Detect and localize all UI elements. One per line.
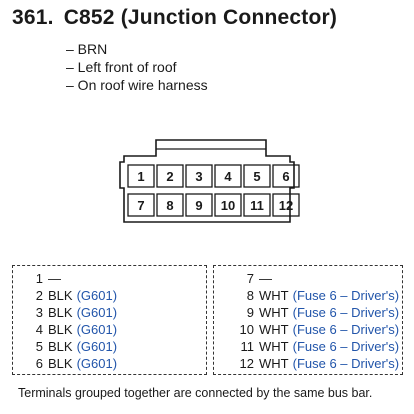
wire-color: WHT bbox=[259, 339, 289, 354]
wire-color: WHT bbox=[259, 305, 289, 320]
pin-row: 9 WHT(Fuse 6 – Driver's) bbox=[218, 304, 399, 321]
connector-name: C852 (Junction Connector) bbox=[63, 6, 338, 29]
pin-number: 8 bbox=[246, 288, 254, 303]
pin-cell-6 bbox=[272, 164, 300, 188]
pin-row: 2 BLK(G601) bbox=[17, 287, 117, 304]
wire-color: BLK bbox=[48, 322, 73, 337]
pin-number-1: 1 bbox=[137, 169, 144, 184]
pin-number-8: 8 bbox=[166, 198, 173, 213]
pin-number-4: 4 bbox=[224, 169, 232, 184]
pin-empty-dash: — bbox=[48, 271, 61, 286]
pin-number: 9 bbox=[246, 305, 254, 320]
pin-row: 8 WHT(Fuse 6 – Driver's) bbox=[218, 287, 399, 304]
pin-row: 5 BLK(G601) bbox=[17, 338, 117, 355]
pin-cell-7 bbox=[127, 193, 155, 217]
pin-number: 11 bbox=[240, 339, 255, 354]
pin-number: 6 bbox=[35, 356, 43, 371]
pin-cell-10 bbox=[214, 193, 242, 217]
pin-row: 12 WHT(Fuse 6 – Driver's) bbox=[218, 355, 400, 372]
pin-row: 7— bbox=[218, 270, 272, 287]
pin-number-11: 11 bbox=[250, 198, 264, 213]
pin-number: 10 bbox=[239, 322, 254, 337]
page-title: 361. C852 (Junction Connector) bbox=[12, 6, 337, 30]
pin-number-10: 10 bbox=[221, 198, 235, 213]
pin-row: 11 WHT(Fuse 6 – Driver's) bbox=[218, 338, 400, 355]
pin-row: 6 BLK(G601) bbox=[17, 355, 117, 372]
pin-cell-8 bbox=[156, 193, 184, 217]
circuit-link[interactable]: (Fuse 6 – Driver's) bbox=[292, 356, 400, 371]
circuit-link[interactable]: (G601) bbox=[76, 356, 118, 371]
pin-number: 2 bbox=[35, 288, 43, 303]
pin-row: 3 BLK(G601) bbox=[17, 304, 117, 321]
pin-row: 4 BLK(G601) bbox=[17, 321, 117, 338]
pin-cell-12 bbox=[272, 193, 300, 217]
wire-color: WHT bbox=[259, 288, 289, 303]
circuit-link[interactable]: (G601) bbox=[76, 288, 118, 303]
wire-color: BLK bbox=[48, 339, 73, 354]
detail-color: – BRN bbox=[66, 41, 108, 57]
pin-number: 5 bbox=[35, 339, 43, 354]
wire-color: WHT bbox=[259, 356, 289, 371]
wire-color: BLK bbox=[48, 356, 73, 371]
circuit-link[interactable]: (G601) bbox=[76, 305, 118, 320]
pin-empty-dash: — bbox=[259, 271, 272, 286]
circuit-link[interactable]: (Fuse 6 – Driver's) bbox=[292, 322, 400, 337]
pin-cell-1 bbox=[127, 164, 155, 188]
wire-color: WHT bbox=[259, 322, 289, 337]
pin-number-6: 6 bbox=[282, 169, 289, 184]
connector-housing bbox=[119, 139, 295, 223]
detail-harness: – On roof wire harness bbox=[66, 77, 208, 93]
pin-cell-4 bbox=[214, 164, 242, 188]
wire-color: BLK bbox=[48, 288, 73, 303]
pin-cell-2 bbox=[156, 164, 184, 188]
circuit-link[interactable]: (Fuse 6 – Driver's) bbox=[292, 305, 400, 320]
pin-number: 12 bbox=[239, 356, 254, 371]
circuit-link[interactable]: (G601) bbox=[76, 322, 118, 337]
circuit-link[interactable]: (Fuse 6 – Driver's) bbox=[292, 339, 400, 354]
pin-number-12: 12 bbox=[279, 198, 293, 213]
connector-number: 361. bbox=[12, 6, 54, 29]
pin-number-7: 7 bbox=[137, 198, 144, 213]
circuit-link[interactable]: (Fuse 6 – Driver's) bbox=[292, 288, 400, 303]
wire-color: BLK bbox=[48, 305, 73, 320]
pin-cell-9 bbox=[185, 193, 213, 217]
bus-bar-note: Terminals grouped together are connected… bbox=[18, 386, 373, 400]
pin-cell-5 bbox=[243, 164, 271, 188]
connector-details: – BRN – Left front of roof – On roof wir… bbox=[66, 40, 208, 94]
pin-number: 1 bbox=[35, 271, 43, 286]
detail-location: – Left front of roof bbox=[66, 59, 177, 75]
pin-number: 4 bbox=[35, 322, 43, 337]
pin-number-5: 5 bbox=[253, 169, 260, 184]
pin-number-9: 9 bbox=[195, 198, 202, 213]
pin-cell-3 bbox=[185, 164, 213, 188]
pin-number: 7 bbox=[246, 271, 254, 286]
circuit-link[interactable]: (G601) bbox=[76, 339, 118, 354]
pin-row: 1— bbox=[17, 270, 61, 287]
pin-cell-11 bbox=[243, 193, 271, 217]
pin-number-2: 2 bbox=[166, 169, 173, 184]
pin-number: 3 bbox=[35, 305, 43, 320]
pin-number-3: 3 bbox=[195, 169, 202, 184]
pin-row: 10 WHT(Fuse 6 – Driver's) bbox=[218, 321, 400, 338]
